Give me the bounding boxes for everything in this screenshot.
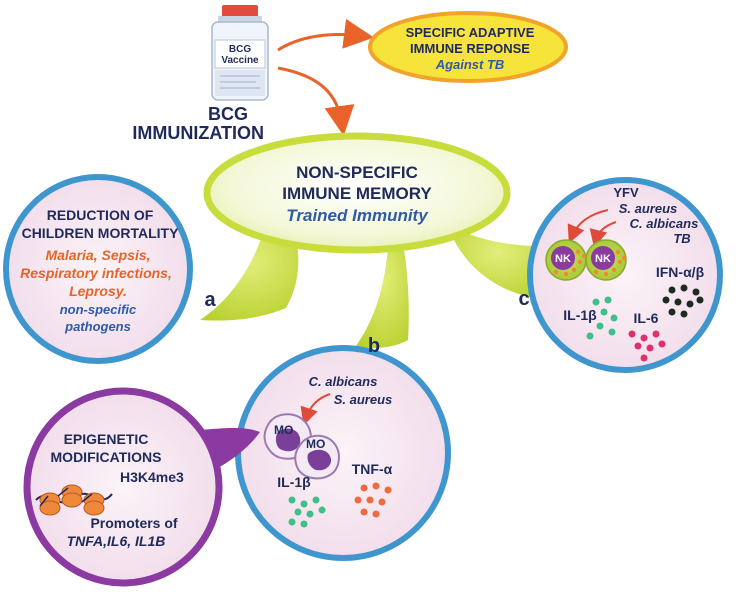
bcg-caption-1: BCG (208, 104, 248, 124)
adaptive-response-bubble (368, 11, 568, 83)
histone-mark-label: H3K4me3 (120, 469, 184, 485)
panel-a-letter: a (204, 289, 216, 311)
panel-a-circle (3, 174, 193, 364)
panel-c-stimulus-4: TB (673, 231, 690, 246)
panel-c-arrow-2 (589, 221, 617, 248)
panel-a-title-1: REDUCTION OF (47, 207, 154, 223)
panel-c-stimulus-1: YFV (613, 185, 639, 200)
il1b-dots-b (288, 496, 326, 528)
panel-c-letter: c (518, 288, 529, 310)
genes-label: TNFA,IL6, IL1B (67, 533, 166, 549)
chromatin-icon (35, 484, 113, 516)
connector-to-panel-a (200, 236, 299, 321)
vaccine-label-1: BCG (229, 44, 251, 55)
panel-b-stimulus-1: C. albicans (309, 374, 378, 389)
arrow-to-adaptive (277, 18, 374, 52)
nk-cell-2 (585, 239, 627, 281)
vaccine-vial-icon (211, 5, 269, 101)
panel-a-extra-2: pathogens (64, 319, 131, 334)
panel-b-cytokine-2: TNF-α (352, 461, 393, 477)
panel-b-stimulus-2: S. aureus (334, 392, 393, 407)
panel-b-cytokine-1: IL-1β (277, 474, 311, 490)
nk-label-2: NK (595, 253, 611, 265)
panel-c-stimulus-2: S. aureus (619, 201, 678, 216)
panel-a-list-3: Leprosy. (69, 283, 127, 299)
nk-cell-1 (545, 239, 587, 281)
monocyte-label-1: MO (274, 423, 293, 437)
panel-b-arrow (300, 393, 331, 426)
promoters-label: Promoters of (90, 515, 177, 531)
ifn-dots (662, 284, 704, 318)
panel-c-arrow-1 (567, 209, 609, 244)
connector-to-panel-b (356, 248, 409, 348)
panel-a-title-2: CHILDREN MORTALITY (22, 225, 179, 241)
center-line-2: IMMUNE MEMORY (282, 184, 432, 203)
connector-to-panel-c (452, 232, 546, 300)
panel-a-extra-1: non-specific (60, 302, 137, 317)
center-line-1: NON-SPECIFIC (296, 163, 418, 182)
monocyte-cell-2 (294, 434, 340, 480)
panel-c-cytokine-2: IL-1β (563, 307, 597, 323)
epigenetic-title-2: MODIFICATIONS (51, 449, 162, 465)
vaccine-label-2: Vaccine (221, 55, 259, 66)
panel-b-letter: b (368, 335, 380, 357)
nk-label-1: NK (555, 253, 571, 265)
bcg-caption-2: IMMUNIZATION (132, 123, 264, 143)
center-line-3: Trained Immunity (286, 206, 429, 225)
epigenetic-title-1: EPIGENETIC (64, 431, 149, 447)
arrow-to-trained-immunity (277, 66, 355, 136)
trained-immunity-bubble (203, 132, 511, 254)
il6-dots (628, 330, 666, 362)
il1b-dots-c (586, 296, 618, 340)
adaptive-line-3: Against TB (435, 57, 505, 72)
tnfa-dots (354, 482, 392, 518)
monocyte-label-2: MO (306, 437, 325, 451)
panel-c-cytokine-3: IL-6 (634, 310, 659, 326)
adaptive-line-2: IMMUNE REPONSE (410, 41, 530, 56)
epigenetic-circle (23, 387, 223, 587)
panel-a-list-2: Respiratory infections, (20, 265, 172, 281)
panel-c-stimulus-3: C. albicans (630, 216, 699, 231)
adaptive-line-1: SPECIFIC ADAPTIVE (406, 25, 535, 40)
panel-a-list-1: Malaria, Sepsis, (45, 247, 150, 263)
panel-c-cytokine-1: IFN-α/β (656, 264, 705, 280)
